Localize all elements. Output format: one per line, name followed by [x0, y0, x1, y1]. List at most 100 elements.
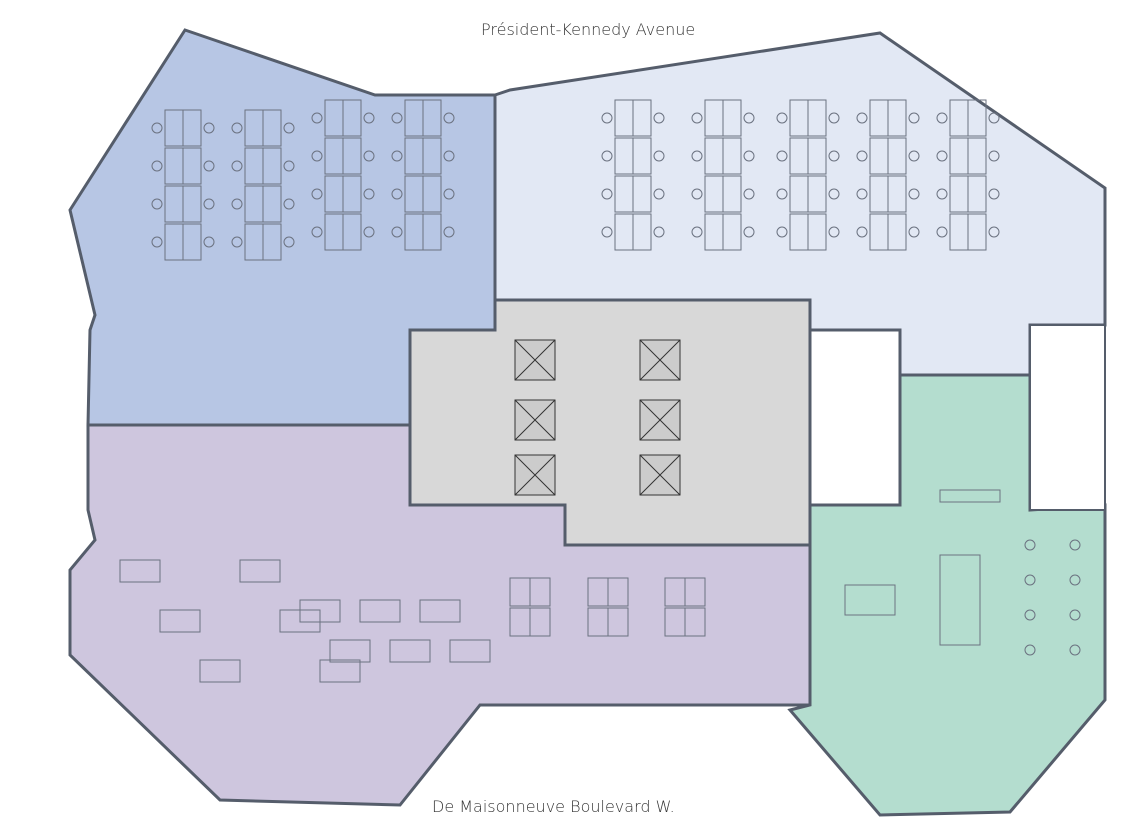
desk [262, 223, 282, 261]
desk [887, 99, 907, 137]
chair [311, 226, 323, 238]
chair [743, 150, 755, 162]
chair [601, 150, 613, 162]
chair [856, 150, 868, 162]
southwest-zone [68, 423, 812, 807]
elevator-cross [639, 454, 681, 496]
chair [691, 188, 703, 200]
elevator-bank [514, 339, 681, 496]
desk [684, 577, 706, 607]
chair [311, 112, 323, 124]
chair [743, 188, 755, 200]
desk [329, 639, 371, 663]
lounge-chair [1069, 609, 1081, 621]
chair [443, 150, 455, 162]
lounge-chair [1024, 574, 1036, 586]
lounge-chair [1024, 609, 1036, 621]
chair [601, 226, 613, 238]
desk [722, 137, 742, 175]
chair [908, 150, 920, 162]
desk [389, 639, 431, 663]
chair [443, 226, 455, 238]
chair [856, 226, 868, 238]
desk [632, 175, 652, 213]
desk [199, 659, 241, 683]
chair [653, 112, 665, 124]
chair [908, 188, 920, 200]
chair [283, 236, 295, 248]
chair [151, 198, 163, 210]
elevator-cross [639, 399, 681, 441]
chair [151, 122, 163, 134]
chair [776, 150, 788, 162]
desk [422, 213, 442, 251]
desk [887, 213, 907, 251]
conference-table [844, 584, 896, 616]
chair [391, 188, 403, 200]
chair [936, 226, 948, 238]
chair [231, 160, 243, 172]
furniture-layer [119, 99, 1081, 683]
chair [203, 122, 215, 134]
chair [828, 150, 840, 162]
lounge-chair [1024, 539, 1036, 551]
chair [203, 160, 215, 172]
chair [776, 226, 788, 238]
chair [231, 122, 243, 134]
chair [653, 188, 665, 200]
desk [967, 213, 987, 251]
chair [653, 226, 665, 238]
chair [363, 150, 375, 162]
lounge-chair [1069, 574, 1081, 586]
desk [422, 99, 442, 137]
chair [443, 112, 455, 124]
chair [391, 112, 403, 124]
desk [607, 577, 629, 607]
chair [691, 150, 703, 162]
desk [529, 577, 551, 607]
open-shaft [1029, 324, 1106, 511]
desk [422, 175, 442, 213]
elevator-cross [514, 399, 556, 441]
desk [807, 175, 827, 213]
desk [279, 609, 321, 633]
chair [151, 236, 163, 248]
desk [607, 607, 629, 637]
chair [908, 112, 920, 124]
chair [203, 198, 215, 210]
desk [967, 175, 987, 213]
desk [967, 137, 987, 175]
chair [283, 198, 295, 210]
desk [632, 99, 652, 137]
chair [691, 226, 703, 238]
chair [936, 188, 948, 200]
desk [419, 599, 461, 623]
chair [856, 112, 868, 124]
chair [311, 188, 323, 200]
desk [342, 175, 362, 213]
chair [231, 198, 243, 210]
chair [936, 112, 948, 124]
chair [828, 188, 840, 200]
chair [828, 226, 840, 238]
desk [887, 137, 907, 175]
desk [422, 137, 442, 175]
chair [776, 112, 788, 124]
chair [151, 160, 163, 172]
chair [908, 226, 920, 238]
chair [391, 150, 403, 162]
desk [887, 175, 907, 213]
lounge-chair [1069, 644, 1081, 656]
chair [601, 112, 613, 124]
top-street-label: Président-Kennedy Avenue [481, 20, 696, 39]
conference-table [939, 554, 981, 646]
chair [391, 226, 403, 238]
lounge-chair [1024, 644, 1036, 656]
desk [159, 609, 201, 633]
chair [283, 122, 295, 134]
desk [807, 137, 827, 175]
chair [828, 112, 840, 124]
elevator-cross [639, 339, 681, 381]
desk [449, 639, 491, 663]
desk [262, 185, 282, 223]
